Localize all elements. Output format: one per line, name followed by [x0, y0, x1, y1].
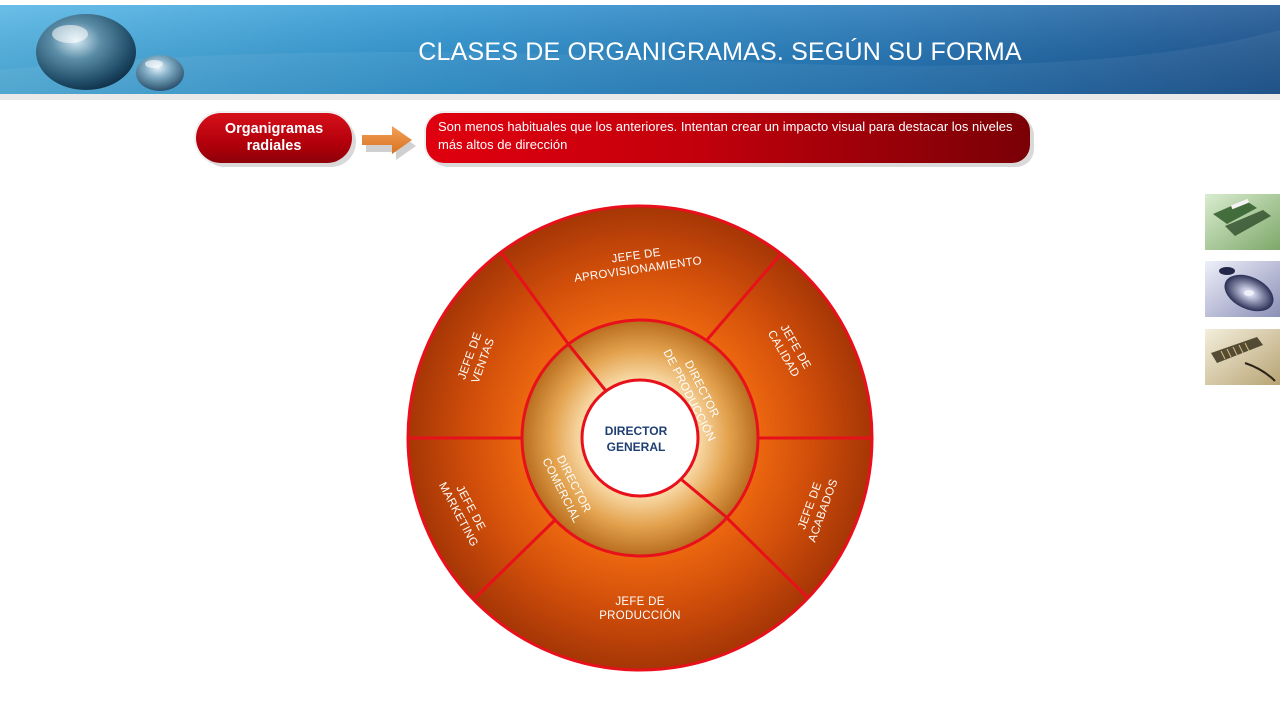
topic-label-line2: radiales — [246, 138, 302, 154]
svg-text:PRODUCCIÓN: PRODUCCIÓN — [599, 609, 681, 622]
topic-description-box: Son menos habituales que los anteriores.… — [426, 113, 1030, 163]
circuit-thumbnail[interactable] — [1205, 329, 1280, 385]
center-circle — [580, 378, 700, 498]
green-document-thumbnail[interactable] — [1205, 194, 1280, 250]
disc-thumbnail[interactable] — [1205, 261, 1280, 317]
center-label-line2: GENERAL — [607, 440, 666, 454]
svg-text:JEFE DE: JEFE DE — [615, 596, 664, 608]
topic-label-pill: Organigramas radiales — [196, 113, 352, 163]
inner-separators — [567, 344, 726, 518]
header-banner: CLASES DE ORGANIGRAMAS. SEGÚN SU FORMA — [0, 0, 1280, 100]
small-sphere-icon — [136, 55, 184, 91]
center-label-line1: DIRECTOR — [605, 424, 668, 438]
right-arrow-icon — [362, 126, 416, 160]
topic-label-line1: Organigramas — [224, 121, 324, 137]
slide-title: CLASES DE ORGANIGRAMAS. SEGÚN SU FORMA — [418, 38, 1022, 66]
header-background — [0, 5, 1280, 100]
outer-separators — [408, 251, 872, 600]
radial-org-chart: DIRECTOR GENERAL DIRECTOR DE PRODUCCIÓN … — [406, 204, 874, 672]
outer-label-produccion: JEFE DE PRODUCCIÓN — [599, 596, 681, 622]
large-sphere-icon — [36, 14, 136, 90]
